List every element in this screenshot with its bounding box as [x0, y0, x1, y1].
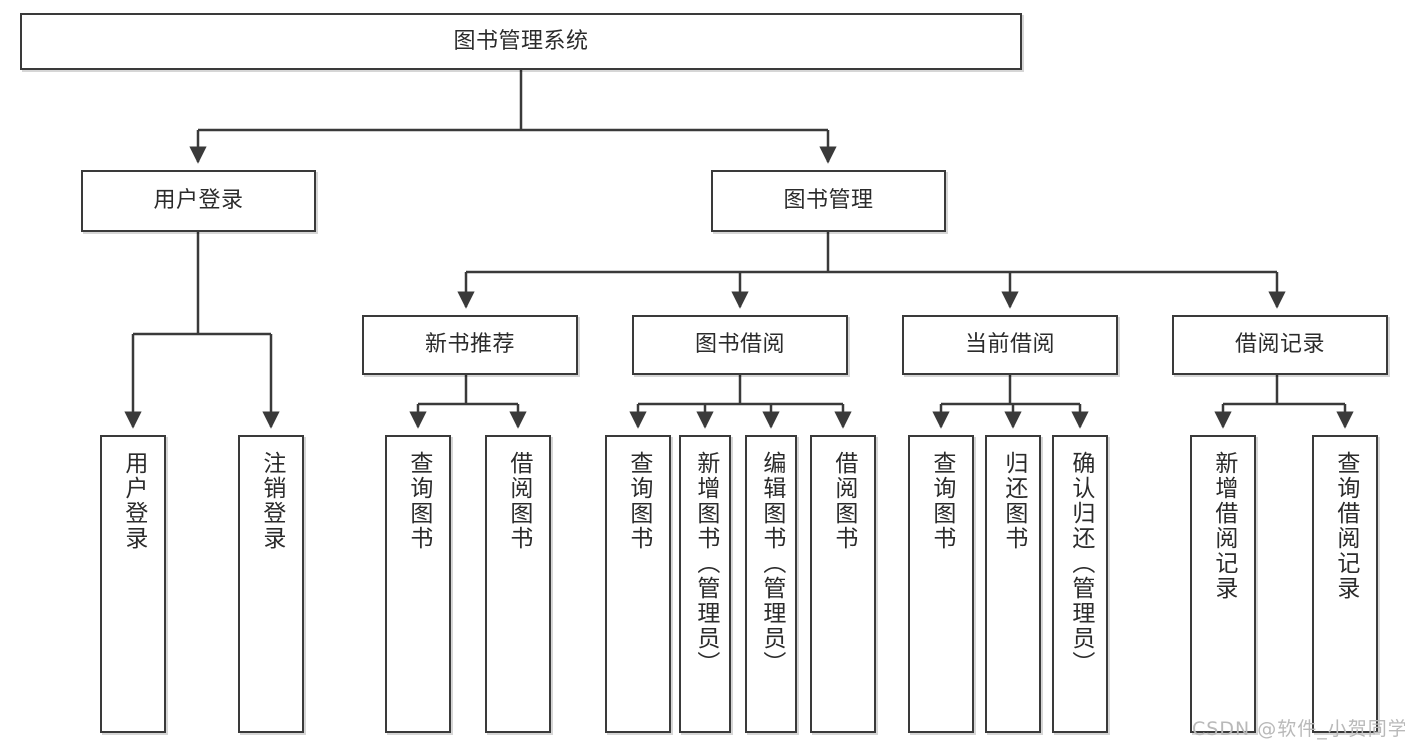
node-new-book-recommend-label: 新书推荐 [424, 332, 515, 358]
node-leaf-borrow-book-1[interactable]: 借阅图书 [485, 435, 551, 733]
node-leaf-query-book-3-label: 查询图书 [928, 451, 955, 551]
node-leaf-confirm-return-label: 确认归还（管理员） [1067, 451, 1094, 676]
node-current-borrow-label: 当前借阅 [964, 332, 1055, 358]
node-leaf-edit-book-label: 编辑图书（管理员） [758, 451, 785, 676]
node-leaf-query-borrow-record-label: 查询借阅记录 [1332, 451, 1359, 601]
node-leaf-query-book-2-label: 查询图书 [625, 451, 652, 551]
node-leaf-query-book-2[interactable]: 查询图书 [605, 435, 671, 733]
node-leaf-user-login-label: 用户登录 [120, 451, 147, 551]
node-leaf-confirm-return[interactable]: 确认归还（管理员） [1052, 435, 1108, 733]
node-leaf-add-borrow-record-label: 新增借阅记录 [1210, 451, 1237, 601]
node-borrow-record-label: 借阅记录 [1234, 332, 1325, 358]
node-borrow-record[interactable]: 借阅记录 [1172, 315, 1388, 375]
node-leaf-add-book-label: 新增图书（管理员） [692, 451, 719, 676]
node-leaf-borrow-book-2-label: 借阅图书 [830, 451, 857, 551]
node-leaf-logout-login[interactable]: 注销登录 [238, 435, 304, 733]
node-book-management-label: 图书管理 [783, 188, 874, 214]
node-current-borrow[interactable]: 当前借阅 [902, 315, 1118, 375]
node-leaf-borrow-book-1-label: 借阅图书 [505, 451, 532, 551]
node-leaf-return-book[interactable]: 归还图书 [985, 435, 1041, 733]
node-book-borrow-label: 图书借阅 [694, 332, 785, 358]
node-root-label: 图书管理系统 [453, 28, 589, 54]
node-leaf-logout-login-label: 注销登录 [258, 451, 285, 551]
node-leaf-query-borrow-record[interactable]: 查询借阅记录 [1312, 435, 1378, 733]
node-book-borrow[interactable]: 图书借阅 [632, 315, 848, 375]
node-root[interactable]: 图书管理系统 [20, 13, 1022, 70]
node-new-book-recommend[interactable]: 新书推荐 [362, 315, 578, 375]
node-user-login[interactable]: 用户登录 [81, 170, 316, 232]
node-leaf-edit-book[interactable]: 编辑图书（管理员） [745, 435, 797, 733]
node-leaf-borrow-book-2[interactable]: 借阅图书 [810, 435, 876, 733]
node-leaf-add-book[interactable]: 新增图书（管理员） [679, 435, 731, 733]
csdn-watermark: CSDN @软件_小贺同学 [1192, 718, 1405, 740]
node-leaf-add-borrow-record[interactable]: 新增借阅记录 [1190, 435, 1256, 733]
node-book-management[interactable]: 图书管理 [711, 170, 946, 232]
node-leaf-user-login[interactable]: 用户登录 [100, 435, 166, 733]
node-leaf-query-book-1[interactable]: 查询图书 [385, 435, 451, 733]
node-leaf-query-book-1-label: 查询图书 [405, 451, 432, 551]
node-user-login-label: 用户登录 [153, 188, 244, 214]
node-leaf-query-book-3[interactable]: 查询图书 [908, 435, 974, 733]
node-leaf-return-book-label: 归还图书 [1000, 451, 1027, 551]
